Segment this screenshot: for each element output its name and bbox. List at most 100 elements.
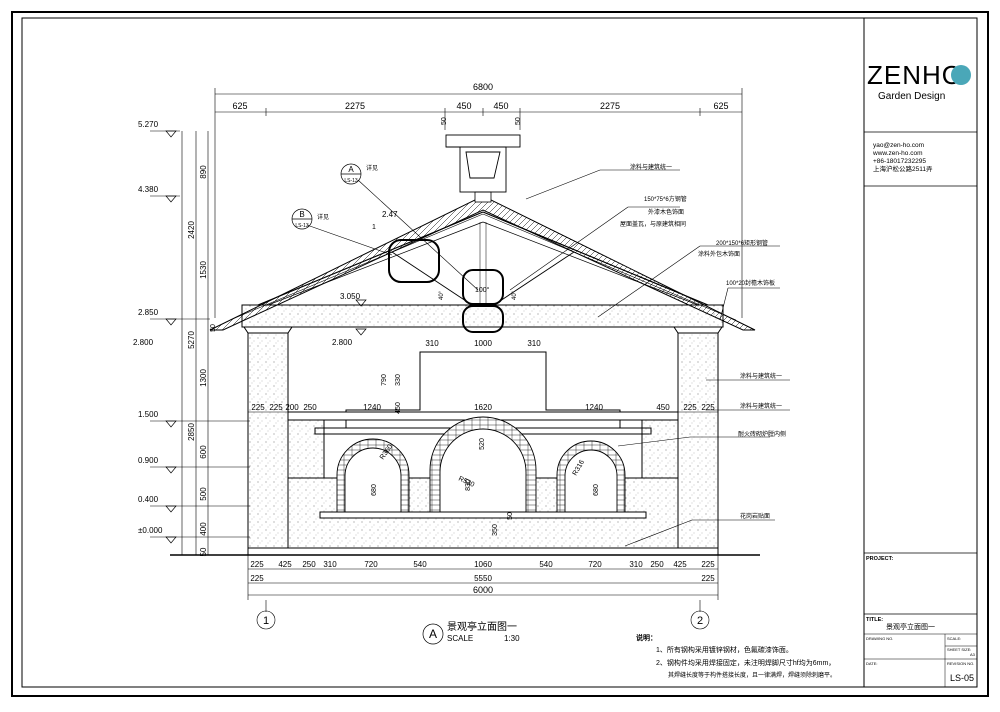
- roof: [209, 191, 756, 333]
- dim-vertical: 400: [199, 522, 208, 536]
- dim-hood: 310: [425, 339, 439, 348]
- dim-counter: 450: [656, 403, 670, 412]
- axis-label: 2: [697, 615, 703, 627]
- contact-web: www.zen-ho.com: [872, 150, 923, 157]
- dim-vertical: 50: [199, 547, 208, 556]
- dim-counter: 1240: [363, 403, 381, 412]
- elevation-label: 4.380: [138, 185, 159, 194]
- arch-height: 680: [371, 484, 378, 496]
- dim-counter: 1240: [585, 403, 603, 412]
- dim-bottom: 720: [364, 560, 378, 569]
- dim-counter: 1620: [474, 403, 492, 412]
- dim-counter: 200: [285, 403, 299, 412]
- roof-slope: 2.47: [382, 210, 398, 219]
- annotation: 100*20封檐木饰板: [726, 279, 775, 287]
- drawing-no-label: DRAWING NO.: [866, 636, 893, 641]
- date-label: DATE:: [866, 661, 877, 666]
- dim-counter: 250: [303, 403, 317, 412]
- dim-bottom-2: 225: [701, 574, 715, 583]
- dim-vertical: 2850: [187, 423, 196, 441]
- contact-address: 上海沪松公路2511弄: [873, 164, 933, 173]
- annotation: 200*150*6矩形钢管: [716, 239, 768, 247]
- annotation: 外漆木色饰面: [648, 208, 684, 216]
- annotation: 涂料与建筑统一: [740, 402, 782, 410]
- dim-bottom-2: 5550: [474, 574, 492, 583]
- logo-tagline: Garden Design: [878, 91, 945, 102]
- elevation-label: 2.800: [133, 338, 154, 347]
- angle-label: 100°: [475, 286, 490, 294]
- callout-ref: LS-13: [344, 178, 358, 184]
- dim-vertical: 600: [199, 445, 208, 459]
- annotation: 涂料外包木饰面: [698, 250, 740, 258]
- elevation-label: 0.400: [138, 495, 159, 504]
- dim-vertical: 1530: [199, 261, 208, 279]
- dim-bottom: 225: [701, 560, 715, 569]
- arch-height: 520: [479, 438, 486, 450]
- chimney: [445, 134, 521, 193]
- outer-border: [11, 11, 989, 697]
- dim-chimney-offset: 50: [441, 117, 448, 125]
- dim-hood: 1000: [474, 339, 492, 348]
- callout-symbols: [291, 163, 444, 645]
- dim-bottom: 310: [629, 560, 643, 569]
- callout-ref: LS-13: [295, 223, 309, 229]
- annotation: 花岗岩贴面: [740, 512, 770, 520]
- dim-bottom: 310: [323, 560, 337, 569]
- dim-bottom-total: 6000: [473, 585, 493, 595]
- title-value: 景观亭立面图一: [886, 622, 935, 631]
- dim-top: 450: [493, 101, 508, 111]
- callout-note: 详见: [317, 213, 329, 221]
- logo-circle-icon: [951, 65, 971, 85]
- elevation-label: 0.900: [138, 456, 159, 465]
- note-line: 1、所有钢构采用镀锌钢材，色氟碳漆饰面。: [656, 645, 793, 654]
- notes-title: 说明：: [636, 633, 657, 642]
- dim-bottom: 1060: [474, 560, 492, 569]
- dim-bottom: 540: [539, 560, 553, 569]
- beam-level: 2.800: [332, 338, 353, 347]
- elevation-label: 1.500: [138, 410, 159, 419]
- dim-vertical: 500: [199, 487, 208, 501]
- dim-hood-vertical: 790: [381, 374, 388, 386]
- dim-hood-vertical: 330: [395, 374, 402, 386]
- base-height: 50: [507, 512, 514, 520]
- dim-bottom-2: 225: [250, 574, 264, 583]
- sheet-size-label: SHEET SIZE:: [947, 647, 971, 652]
- inner-border: [21, 17, 978, 688]
- dim-vertical: 5270: [187, 331, 196, 349]
- sheet-size-value: A3: [970, 652, 976, 657]
- callout-letter: A: [348, 165, 354, 174]
- dim-top: 2275: [600, 101, 620, 111]
- project-label: PROJECT:: [866, 556, 893, 562]
- annotation: 涂料与建筑统一: [630, 163, 672, 171]
- dim-bottom: 250: [650, 560, 664, 569]
- elevation-label: ±0.000: [138, 526, 163, 535]
- elevation-label: 5.270: [138, 120, 159, 129]
- title-label: TITLE:: [866, 617, 883, 623]
- scale-label: SCALE:: [947, 636, 961, 641]
- dim-top: 625: [713, 101, 728, 111]
- dim-top: 450: [456, 101, 471, 111]
- dim-hood: 310: [527, 339, 541, 348]
- dim-top: 2275: [345, 101, 365, 111]
- dim-counter: 225: [683, 403, 697, 412]
- angle-label: 40°: [512, 290, 518, 300]
- leader-lines: [306, 169, 790, 547]
- callout-note: 详见: [366, 164, 378, 172]
- arch-height: 830: [465, 479, 472, 491]
- contact-phone: +86-18017232295: [873, 158, 926, 165]
- level-markers: [165, 130, 367, 544]
- dim-bottom: 225: [250, 560, 264, 569]
- dim-bottom: 250: [302, 560, 316, 569]
- dim-counter: 225: [269, 403, 283, 412]
- drawing-scale-label: SCALE: [447, 634, 473, 643]
- revision-label: REVISION NO.: [947, 661, 974, 666]
- beam-level: 3.050: [340, 292, 361, 301]
- dim-bottom: 720: [588, 560, 602, 569]
- dim-overall-top: 6800: [473, 82, 493, 92]
- dim-bottom: 425: [673, 560, 687, 569]
- elevation-label: 2.850: [138, 308, 159, 317]
- annotation: 屋面盖瓦，与原建筑相同: [620, 220, 686, 228]
- sheet-number: LS-05: [950, 673, 974, 683]
